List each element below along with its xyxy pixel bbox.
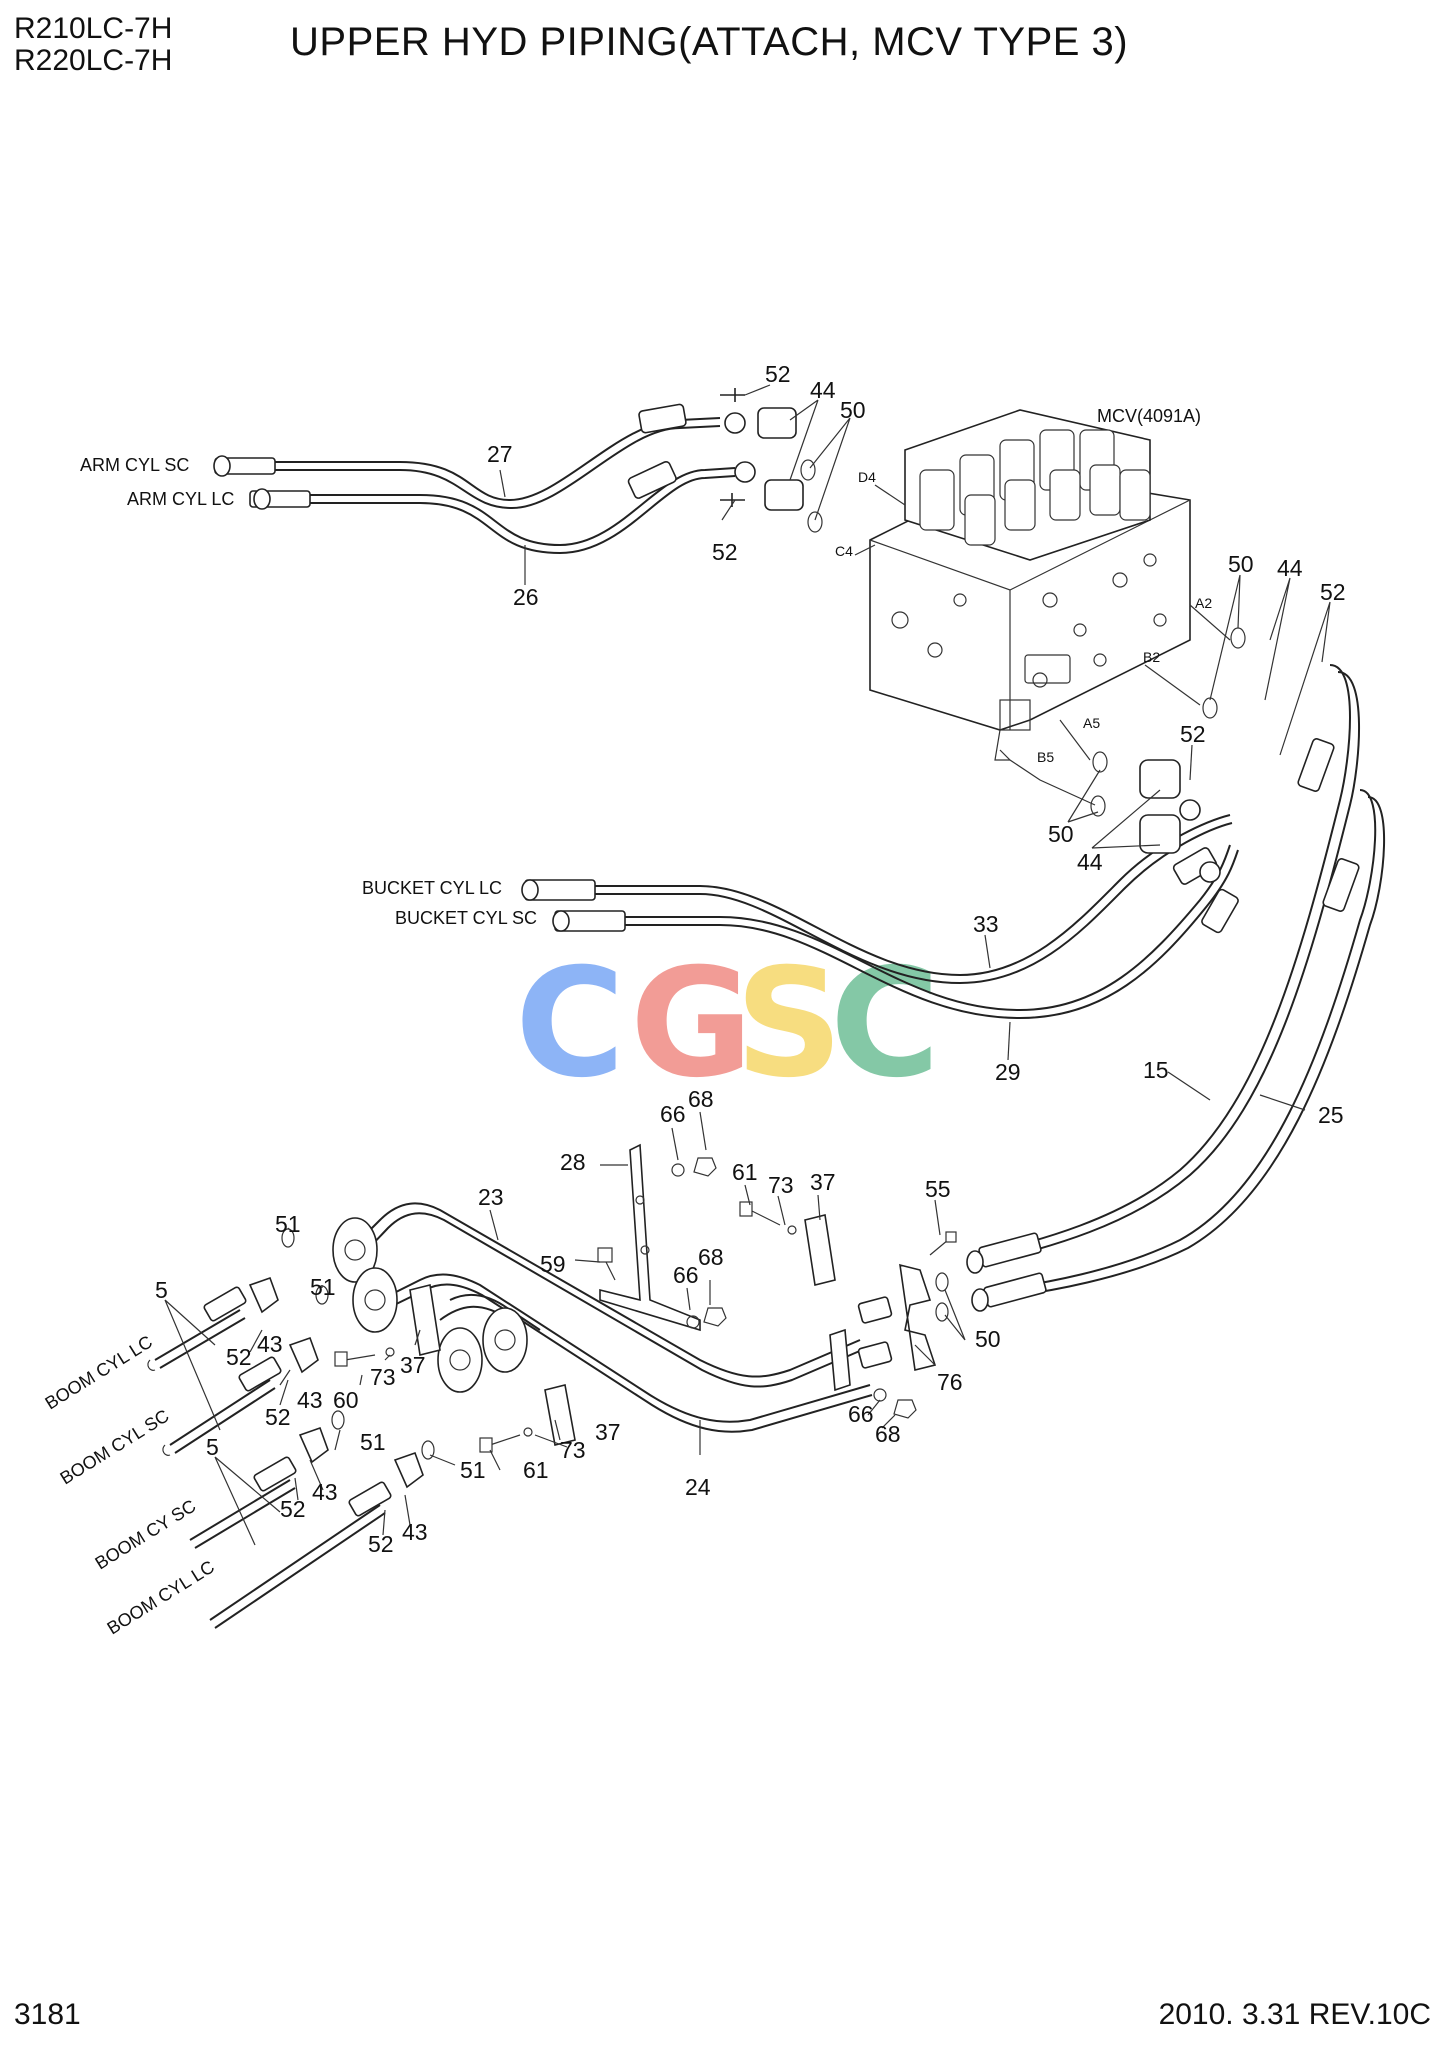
callout-44: 44	[1277, 555, 1303, 581]
callout-52: 52	[1320, 579, 1346, 605]
callout-numbers: 52 44 50 27 26 52 50 44 52 52 50 44 33 2…	[155, 361, 1346, 1557]
mcv-label: MCV(4091A)	[1097, 406, 1201, 426]
clamps-37	[409, 1214, 851, 1446]
callout-33: 33	[973, 911, 999, 937]
boom-lower-piping	[332, 1202, 937, 1433]
callout-5: 5	[155, 1277, 168, 1303]
model-label-2: R220LC-7H	[14, 44, 173, 77]
port-d4: D4	[858, 469, 876, 485]
callout-76: 76	[937, 1369, 963, 1395]
label-arm-cyl-lc: ARM CYL LC	[127, 489, 234, 509]
callout-50: 50	[1228, 551, 1254, 577]
bucket-hoses	[521, 759, 1239, 1020]
callout-28: 28	[560, 1149, 586, 1175]
bracket-28	[599, 1143, 701, 1332]
callout-51: 51	[360, 1429, 386, 1455]
callout-52: 52	[765, 361, 791, 387]
model-label-1: R210LC-7H	[14, 12, 173, 45]
port-leaders	[854, 484, 1231, 806]
callout-43: 43	[257, 1331, 283, 1357]
port-a2: A2	[1195, 595, 1212, 611]
watermark-letter-g: G	[630, 937, 753, 1111]
callout-52: 52	[368, 1531, 394, 1557]
arm-hoses	[213, 388, 804, 555]
callout-66: 66	[848, 1401, 874, 1427]
bolts-washers	[334, 1157, 957, 1453]
port-b2: B2	[1143, 649, 1160, 665]
callout-37: 37	[595, 1419, 621, 1445]
mcv-valve-block	[869, 409, 1191, 761]
callout-25: 25	[1318, 1102, 1344, 1128]
callout-60: 60	[333, 1387, 359, 1413]
page-number: 3181	[14, 1998, 81, 2031]
callout-51: 51	[460, 1457, 486, 1483]
callout-44: 44	[1077, 849, 1103, 875]
callout-52: 52	[265, 1404, 291, 1430]
callout-66: 66	[673, 1262, 699, 1288]
callout-43: 43	[312, 1479, 338, 1505]
callout-5: 5	[206, 1434, 219, 1460]
label-bucket-cyl-lc: BUCKET CYL LC	[362, 878, 502, 898]
boom-long-hoses	[966, 664, 1386, 1312]
callout-23: 23	[478, 1184, 504, 1210]
label-boom-cyl-sc-1: BOOM CYL SC	[57, 1406, 173, 1489]
callout-44: 44	[810, 377, 836, 403]
callout-50: 50	[975, 1326, 1001, 1352]
port-b5: B5	[1037, 749, 1054, 765]
callout-24: 24	[685, 1474, 711, 1500]
callout-52: 52	[280, 1496, 306, 1522]
callout-50: 50	[840, 397, 866, 423]
callout-68: 68	[698, 1244, 724, 1270]
callout-59: 59	[540, 1251, 566, 1277]
callout-52: 52	[226, 1344, 252, 1370]
o-rings	[281, 459, 1246, 1460]
watermark-letter-c2: C	[830, 937, 940, 1111]
port-c4: C4	[835, 543, 853, 559]
callout-68: 68	[875, 1421, 901, 1447]
callout-27: 27	[487, 441, 513, 467]
label-boom-cyl-lc-2: BOOM CYL LC	[104, 1557, 218, 1639]
callout-37: 37	[400, 1352, 426, 1378]
boom-cylinder-hoses	[147, 1276, 424, 1629]
callout-51: 51	[275, 1211, 301, 1237]
port-a5: A5	[1083, 715, 1100, 731]
callout-61: 61	[732, 1159, 758, 1185]
label-boom-cyl-lc-1: BOOM CYL LC	[42, 1332, 156, 1414]
page-title: UPPER HYD PIPING(ATTACH, MCV TYPE 3)	[290, 20, 1129, 64]
callout-52: 52	[712, 539, 738, 565]
callout-73: 73	[768, 1172, 794, 1198]
callout-15: 15	[1143, 1057, 1169, 1083]
callout-68: 68	[688, 1086, 714, 1112]
label-boom-cy-sc-2: BOOM CY SC	[92, 1496, 200, 1574]
callout-26: 26	[513, 584, 539, 610]
callout-66: 66	[660, 1101, 686, 1127]
callout-43: 43	[402, 1519, 428, 1545]
callout-51: 51	[310, 1274, 336, 1300]
callout-50: 50	[1048, 821, 1074, 847]
callout-29: 29	[995, 1059, 1021, 1085]
callout-55: 55	[925, 1176, 951, 1202]
callout-73: 73	[370, 1364, 396, 1390]
watermark-letter-c1: C	[515, 937, 625, 1111]
label-bucket-cyl-sc: BUCKET CYL SC	[395, 908, 537, 928]
label-arm-cyl-sc: ARM CYL SC	[80, 455, 189, 475]
callout-43: 43	[297, 1387, 323, 1413]
watermark: C G S C	[515, 937, 940, 1111]
callout-37: 37	[810, 1169, 836, 1195]
callout-52: 52	[1180, 721, 1206, 747]
watermark-letter-s: S	[735, 937, 843, 1111]
revision-label: 2010. 3.31 REV.10C	[1158, 1998, 1431, 2031]
callout-73: 73	[560, 1437, 586, 1463]
callout-61: 61	[523, 1457, 549, 1483]
callout-leaders	[164, 384, 1331, 1546]
